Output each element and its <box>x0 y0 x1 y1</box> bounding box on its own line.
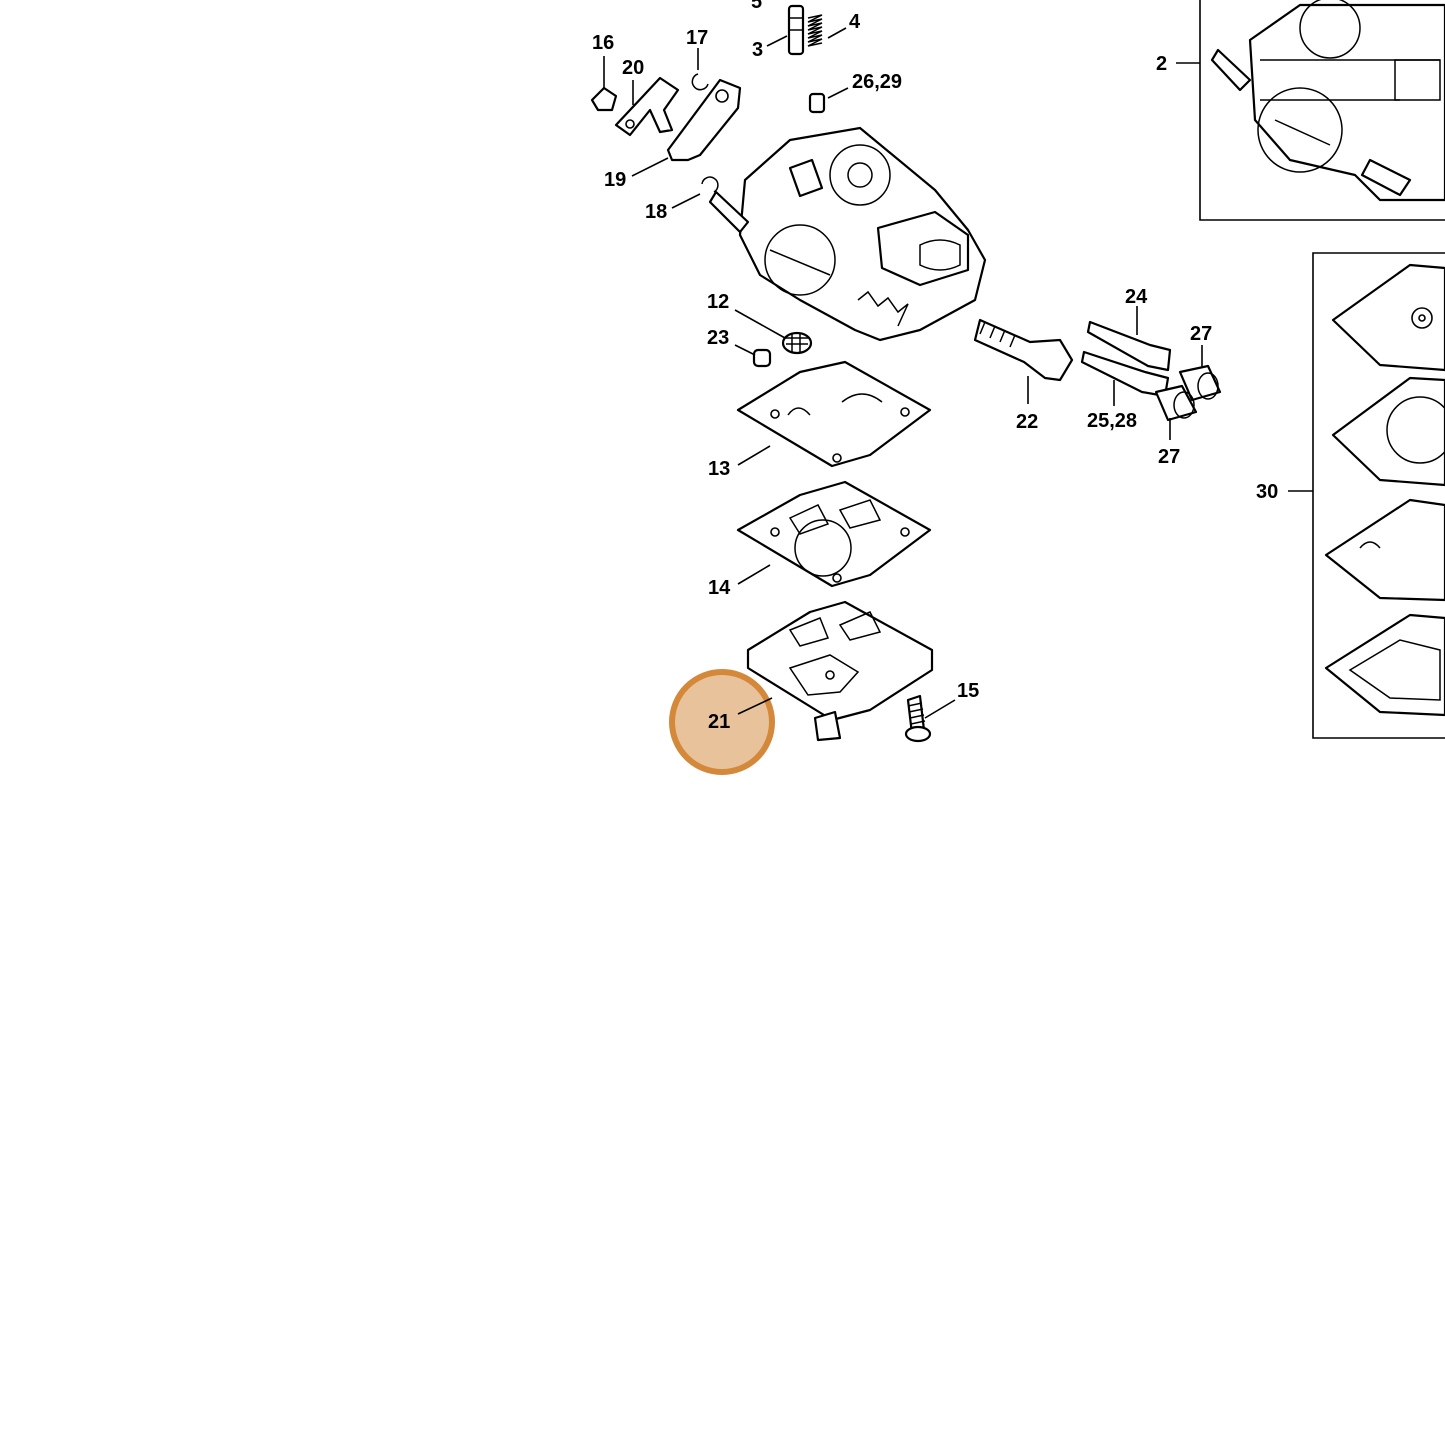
screen-part-12 <box>781 331 813 355</box>
callout-23: 23 <box>707 327 729 349</box>
inset-gasket-kit <box>1312 252 1445 739</box>
jet-part-24 <box>1086 320 1172 372</box>
plug-part-23 <box>752 348 772 368</box>
gasket-part-13 <box>736 360 932 468</box>
highlight-marker[interactable] <box>669 669 775 775</box>
clip-part-18 <box>701 176 719 193</box>
leader-lines <box>603 27 1313 719</box>
screw-part-15 <box>904 694 932 743</box>
screw-part-16 <box>590 86 618 112</box>
callout-27-lower: 27 <box>1158 446 1180 468</box>
lever-part-20 <box>614 76 680 137</box>
callout-27-upper: 27 <box>1190 323 1212 345</box>
callout-20: 20 <box>622 57 644 79</box>
callout-22: 22 <box>1016 411 1038 433</box>
callout-16: 16 <box>592 32 614 54</box>
callout-21[interactable]: 21 <box>708 711 730 733</box>
lever-part-19 <box>666 78 742 162</box>
cap-part-27-lower <box>1154 384 1198 422</box>
callout-5: 5 <box>751 0 762 13</box>
inset-carburetor-assembly <box>1199 0 1445 221</box>
plug-part-26-29 <box>808 92 826 114</box>
callout-18: 18 <box>645 201 667 223</box>
callout-2: 2 <box>1156 53 1167 75</box>
callout-24: 24 <box>1125 286 1148 308</box>
callout-4: 4 <box>849 11 861 33</box>
clip-part-17 <box>691 73 709 91</box>
callout-30: 30 <box>1256 481 1278 503</box>
callout-17: 17 <box>686 27 708 49</box>
callout-25-28: 25,28 <box>1087 410 1137 432</box>
callout-13: 13 <box>708 458 730 480</box>
adjusting-screw-part-22 <box>973 318 1074 382</box>
spring-part <box>807 14 823 47</box>
callout-26-29: 26,29 <box>852 71 902 93</box>
callout-3: 3 <box>752 39 763 61</box>
carburetor-body <box>708 126 987 342</box>
pump-cover-part-21 <box>746 600 934 742</box>
callout-labels: 5 16 17 3 4 20 2 26,29 19 18 12 23 24 27… <box>592 0 1278 733</box>
callout-12: 12 <box>707 291 729 313</box>
gasket-part-14 <box>736 480 932 588</box>
needle-part <box>787 4 805 56</box>
cap-part-27-upper <box>1178 364 1222 402</box>
callout-15: 15 <box>957 680 979 702</box>
callout-19: 19 <box>604 169 626 191</box>
callout-14: 14 <box>708 577 731 599</box>
